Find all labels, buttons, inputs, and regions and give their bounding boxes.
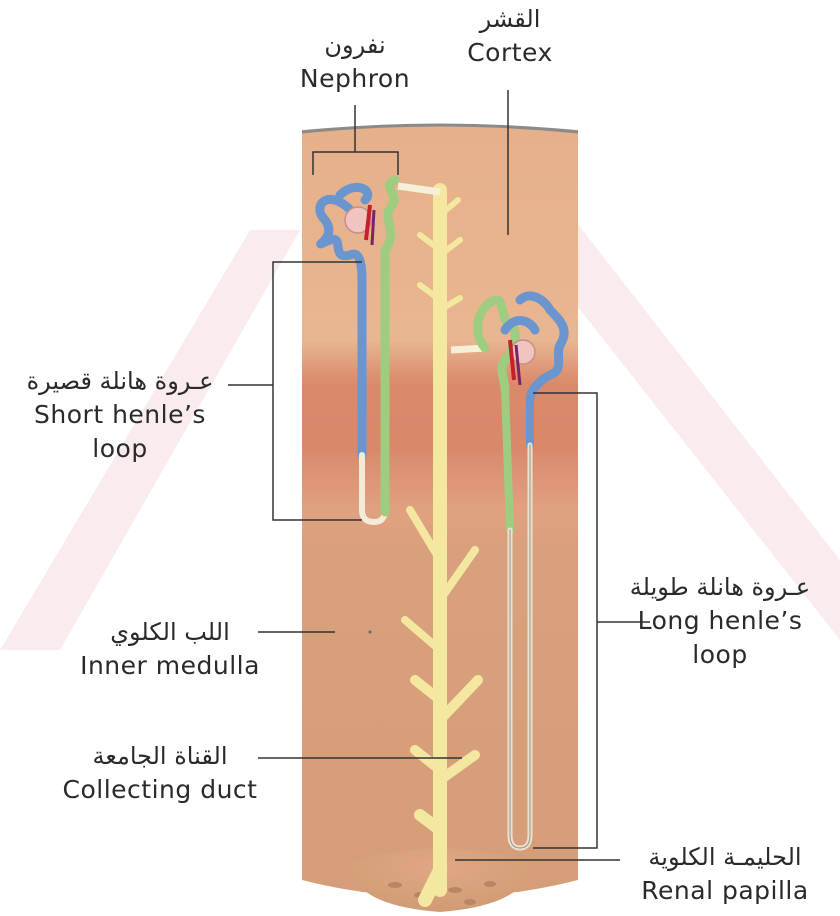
renal-papilla-label-en: Renal papilla [615,874,835,908]
long-loop-label: عـروة هانلة طويلة Long henle’s loop [600,570,840,672]
collecting-duct-label-ar: القناة الجامعة [30,739,290,773]
inner-medulla-label-ar: اللب الكلوي [50,615,290,649]
collecting-duct-label-en: Collecting duct [30,773,290,807]
nephron-label-ar: نفرون [270,28,440,62]
inner-medulla-label: اللب الكلوي Inner medulla [50,615,290,683]
short-loop-label: عـروة هانلة قصيرة Short henle’s loop [0,364,240,466]
nephron-label-en: Nephron [270,62,440,96]
short-loop-label-en-2: loop [0,432,240,466]
short-loop-label-ar: عـروة هانلة قصيرة [0,364,240,398]
nephron-label: نفرون Nephron [270,28,440,96]
cortex-label-en: Cortex [440,36,580,70]
short-loop-label-en: Short henle’s [0,398,240,432]
cortex-label: القشر Cortex [440,2,580,70]
inner-medulla-label-en: Inner medulla [50,649,290,683]
renal-papilla-label: الحليمـة الكلوية Renal papilla [615,840,835,908]
renal-papilla-label-ar: الحليمـة الكلوية [615,840,835,874]
long-loop-label-en: Long henle’s [600,604,840,638]
cortex-label-ar: القشر [440,2,580,36]
long-loop-label-ar: عـروة هانلة طويلة [600,570,840,604]
collecting-duct-label: القناة الجامعة Collecting duct [30,739,290,807]
long-loop-label-en-2: loop [600,638,840,672]
